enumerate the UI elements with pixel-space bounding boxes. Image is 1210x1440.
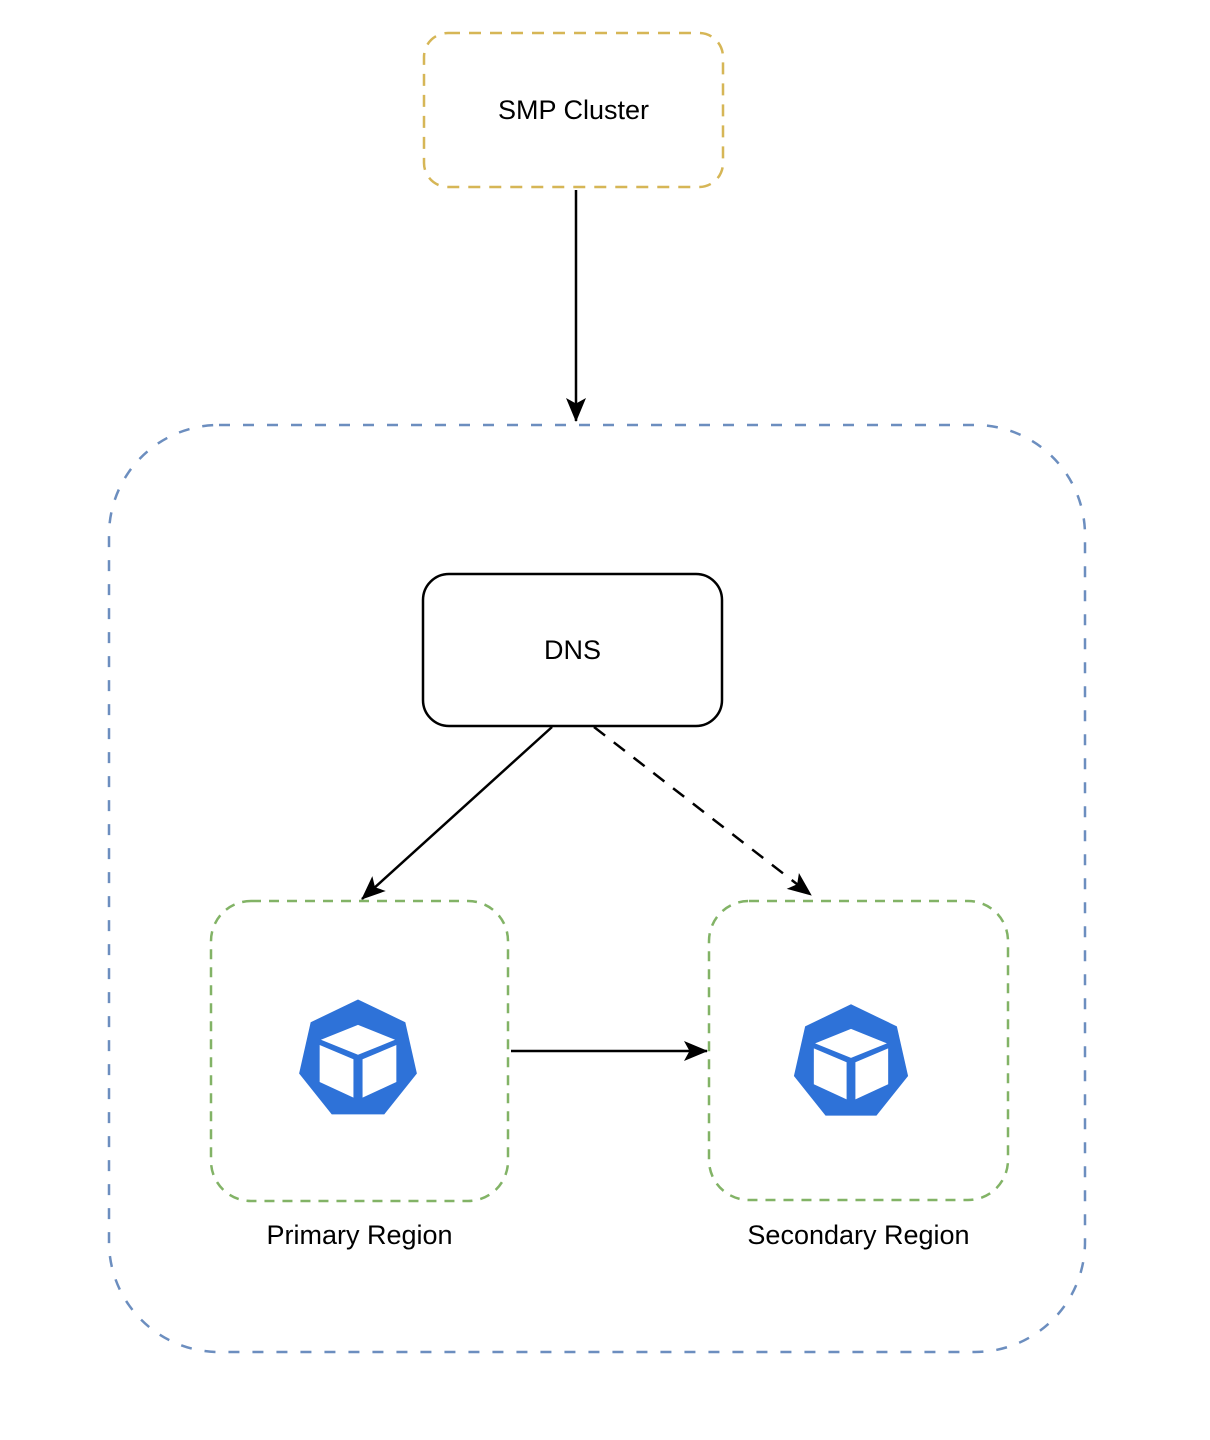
smp-cluster-box xyxy=(422,31,725,189)
cube-top-face xyxy=(815,1028,887,1058)
edge-dns-to-secondary-dashed xyxy=(593,726,812,896)
cube-left-face xyxy=(813,1048,847,1100)
workload-cube-icon xyxy=(299,999,417,1115)
cube-right-face xyxy=(362,1045,397,1098)
dns-box xyxy=(421,572,724,728)
cube-right-face xyxy=(855,1048,889,1100)
cube-left-face xyxy=(319,1045,354,1098)
edge-dns-to-primary xyxy=(361,726,553,900)
region-container-box xyxy=(107,423,1087,1354)
workload-cube-icon xyxy=(793,1004,909,1116)
